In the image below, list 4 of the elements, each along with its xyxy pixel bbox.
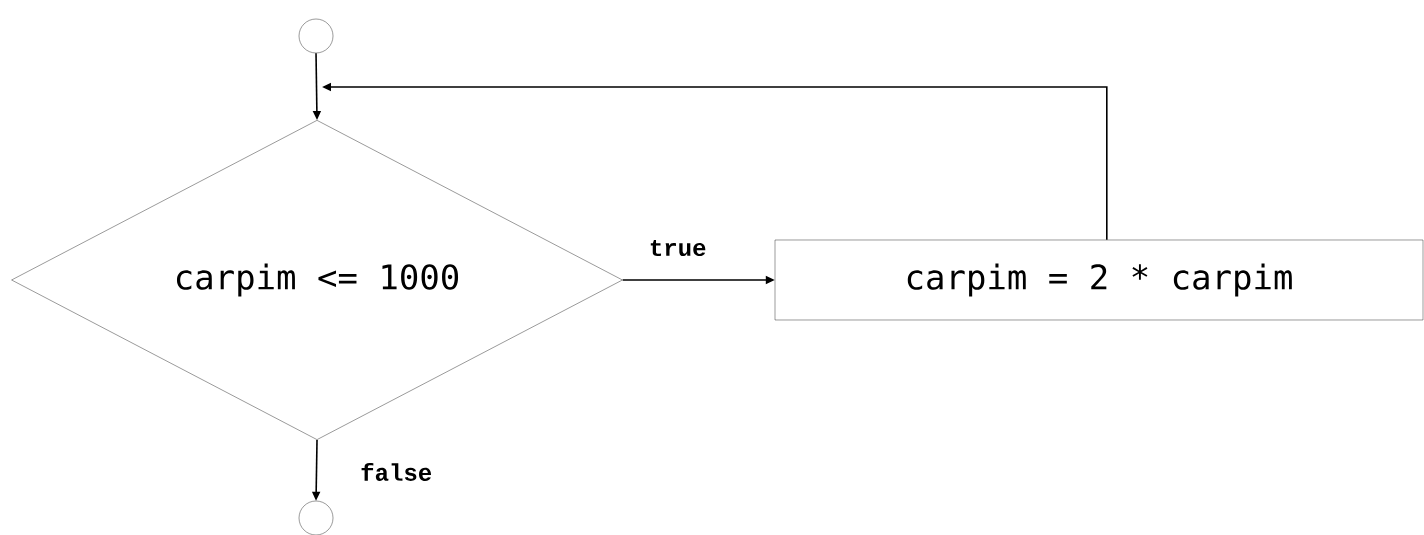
edge-label: false (359, 461, 434, 482)
edge-label: true (647, 238, 708, 258)
process-box: carpim = 2 * carpim (774, 239, 1424, 321)
terminal-circle (298, 18, 334, 54)
